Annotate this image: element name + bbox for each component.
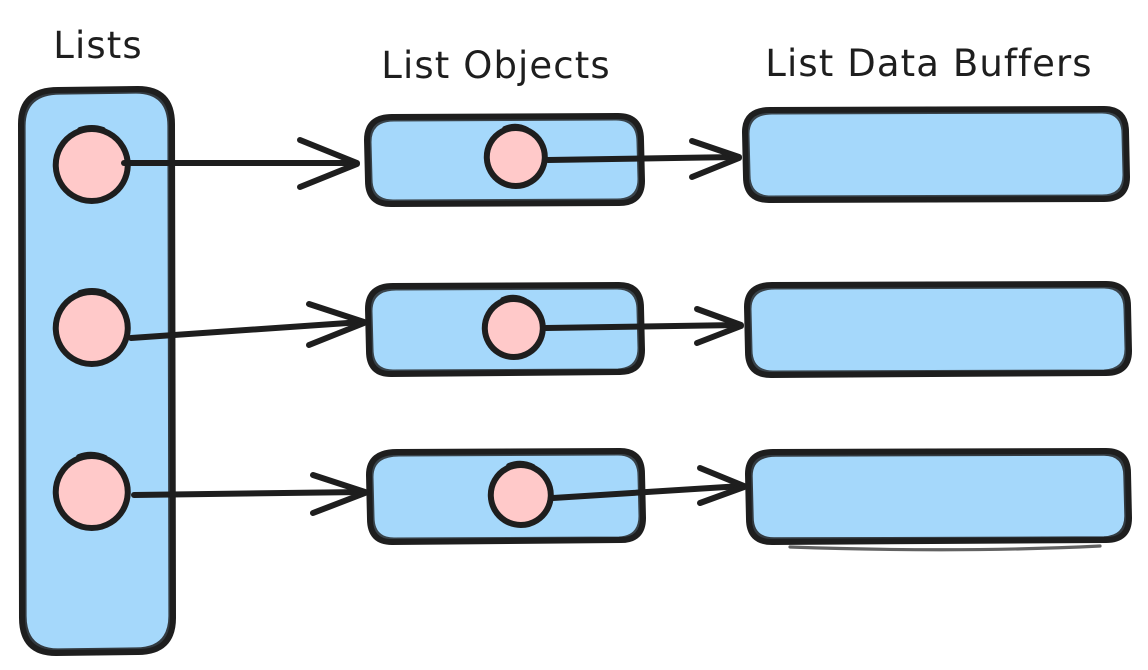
- list-data-buffer-2-outline-2: [748, 285, 1128, 374]
- column-title-list-data-buffers: List Data Buffers: [765, 42, 1092, 85]
- arrow-list-to-object-3: [131, 472, 368, 516]
- list-data-buffer-3[interactable]: [745, 448, 1132, 552]
- object-pointer-2-fill: [485, 299, 543, 357]
- lists-container-outline: [18, 86, 176, 656]
- arrow-object-to-buffer-1: [545, 138, 742, 180]
- list-data-buffer-3-fill: [748, 451, 1129, 542]
- list-object-3-outline-2: [370, 452, 642, 541]
- list-data-buffer-2-fill: [747, 284, 1129, 375]
- list-object-1-outline-2: [368, 117, 641, 203]
- object-pointer-2[interactable]: [481, 294, 546, 360]
- list-data-buffer-3-outline: [745, 448, 1132, 545]
- list-data-buffer-2-outline: [744, 281, 1132, 378]
- list-data-buffer-1-fill: [745, 109, 1127, 200]
- object-pointer-3-fill: [491, 465, 551, 525]
- arrow-list-to-object-1: [121, 137, 360, 190]
- object-pointer-2-outline: [481, 294, 546, 360]
- object-pointer-1[interactable]: [483, 123, 548, 189]
- list-pointer-3[interactable]: [52, 451, 131, 531]
- lists-container-outline-2: [22, 90, 172, 652]
- list-pointer-2[interactable]: [52, 288, 131, 367]
- list-object-2-outline-2: [369, 286, 641, 373]
- column-title-lists: Lists: [53, 24, 142, 67]
- object-pointer-1-fill: [487, 128, 545, 186]
- column-title-list-objects: List Objects: [381, 44, 610, 87]
- object-pointer-3[interactable]: [487, 460, 554, 528]
- list-object-1-outline: [364, 113, 645, 207]
- object-pointer-1-outline: [483, 123, 548, 189]
- list-pointer-1-outline: [52, 125, 131, 204]
- arrow-object-to-buffer-3: [550, 465, 747, 506]
- arrow-list-to-object-2: [128, 301, 367, 348]
- object-pointer-3-outline: [487, 460, 554, 528]
- list-pointer-3-fill: [56, 456, 128, 528]
- list-data-buffer-1[interactable]: [742, 106, 1130, 203]
- list-pointer-1[interactable]: [52, 125, 131, 204]
- list-data-buffer-1-outline: [742, 106, 1130, 203]
- list-data-buffer-2[interactable]: [744, 281, 1132, 378]
- list-pointer-1-fill: [56, 129, 128, 201]
- arrow-object-to-buffer-2: [543, 306, 744, 346]
- list-pointer-2-fill: [56, 292, 128, 364]
- list-data-buffer-1-outline-2: [746, 110, 1126, 199]
- list-pointer-2-outline: [52, 288, 131, 367]
- list-pointer-3-outline: [52, 451, 131, 531]
- list-data-buffer-3-underline: [788, 544, 1102, 552]
- list-data-buffer-3-outline-2: [749, 452, 1128, 541]
- list-object-2-outline: [365, 282, 645, 377]
- list-object-3-outline: [366, 448, 646, 545]
